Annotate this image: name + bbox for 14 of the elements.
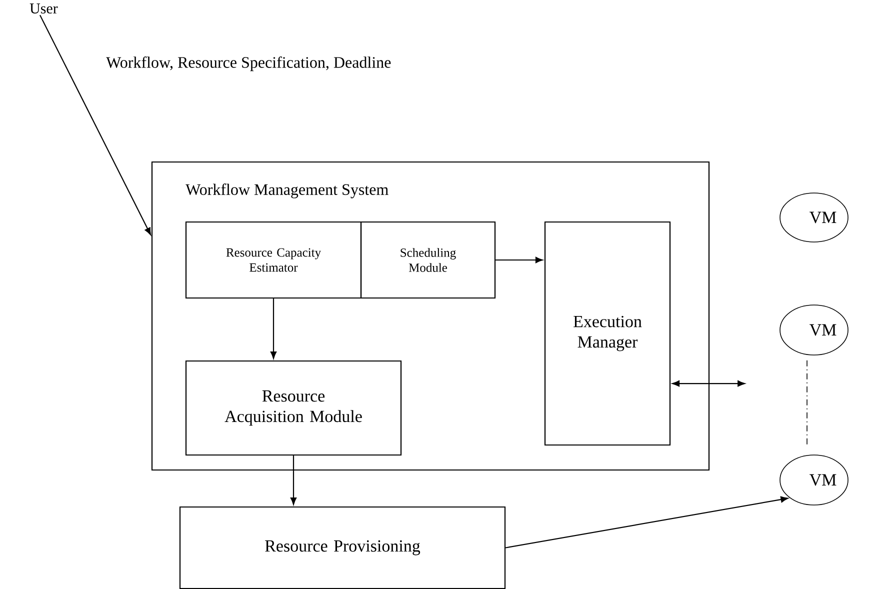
arrow: [270, 298, 277, 359]
dash-dot-line: [806, 360, 808, 447]
module-box: Scheduling Module: [360, 221, 496, 299]
arrow: [496, 256, 543, 264]
user-label: User: [30, 4, 58, 14]
module-box: Execution Manager: [544, 221, 671, 446]
arrow: [672, 380, 745, 387]
module-box: Resource Provisioning: [179, 506, 506, 589]
arrow: [505, 496, 788, 548]
module-box: Resource Acquisition Module: [185, 360, 402, 456]
arrow: [40, 14, 152, 236]
arrow: [290, 456, 297, 505]
module-box: Resource Capacity Estimator: [185, 221, 362, 299]
edge-label: Workflow, Resource Specification, Deadline: [105, 55, 392, 72]
